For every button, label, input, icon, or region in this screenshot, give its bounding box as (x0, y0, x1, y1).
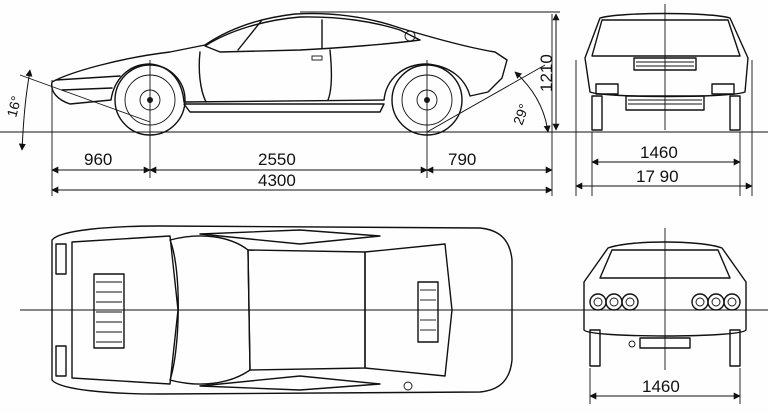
rear-left-taillights (589, 293, 639, 311)
wheelbase-label: 2550 (258, 150, 296, 169)
top-view (20, 225, 560, 395)
side-view: 16° 29° 1210 960 2550 790 4300 (0, 11, 768, 196)
departure-angle-arc (514, 71, 551, 133)
approach-angle-label: 16° (3, 94, 24, 119)
rear-window (599, 249, 731, 279)
side-window (204, 16, 421, 53)
rear-license-plate (639, 337, 691, 349)
top-left-window (199, 229, 381, 245)
overall-width-label: 17 90 (636, 167, 679, 186)
rear-view: 1460 (560, 228, 768, 404)
rear-overhang-label: 790 (448, 150, 476, 169)
front-right-light (711, 83, 735, 95)
top-front-left-tab (55, 243, 67, 275)
front-right-tire (729, 95, 741, 131)
departure-line (426, 64, 546, 133)
door-handle (311, 55, 323, 61)
overall-length-label: 4300 (258, 171, 296, 190)
windshield (591, 19, 741, 57)
top-rear-deck (364, 243, 453, 377)
height-label: 1210 (537, 54, 556, 92)
top-front-right-tab (55, 345, 67, 377)
a-pillar (237, 19, 263, 51)
approach-angle-arc (18, 69, 33, 151)
front-track-label: 1460 (640, 143, 678, 162)
fuel-cap (404, 30, 416, 42)
top-right-window (199, 375, 381, 391)
top-hood-vent (93, 273, 125, 349)
front-hood-vent (633, 57, 697, 71)
top-engine-vent (417, 281, 439, 343)
front-view: 1460 17 90 (575, 4, 753, 196)
rear-right-taillights (691, 293, 741, 311)
rear-right-tire (729, 329, 741, 367)
top-hood (71, 235, 179, 385)
departure-angle-label: 29° (510, 102, 532, 127)
front-grille (625, 95, 705, 111)
side-door (198, 49, 333, 103)
top-fuel-cap (403, 381, 413, 391)
front-overhang-label: 960 (84, 150, 112, 169)
front-body-outline (584, 12, 749, 98)
front-lights (55, 75, 121, 91)
top-windshield (169, 235, 251, 385)
rocker-panel (183, 103, 385, 113)
top-body-outline (51, 225, 513, 395)
approach-line (19, 74, 151, 123)
rear-track-label: 1460 (642, 377, 680, 396)
side-body-outline (51, 12, 508, 105)
front-left-light (595, 83, 619, 95)
exhaust-pipe (628, 340, 636, 348)
front-left-tire (591, 95, 603, 131)
rear-left-tire (589, 329, 601, 367)
